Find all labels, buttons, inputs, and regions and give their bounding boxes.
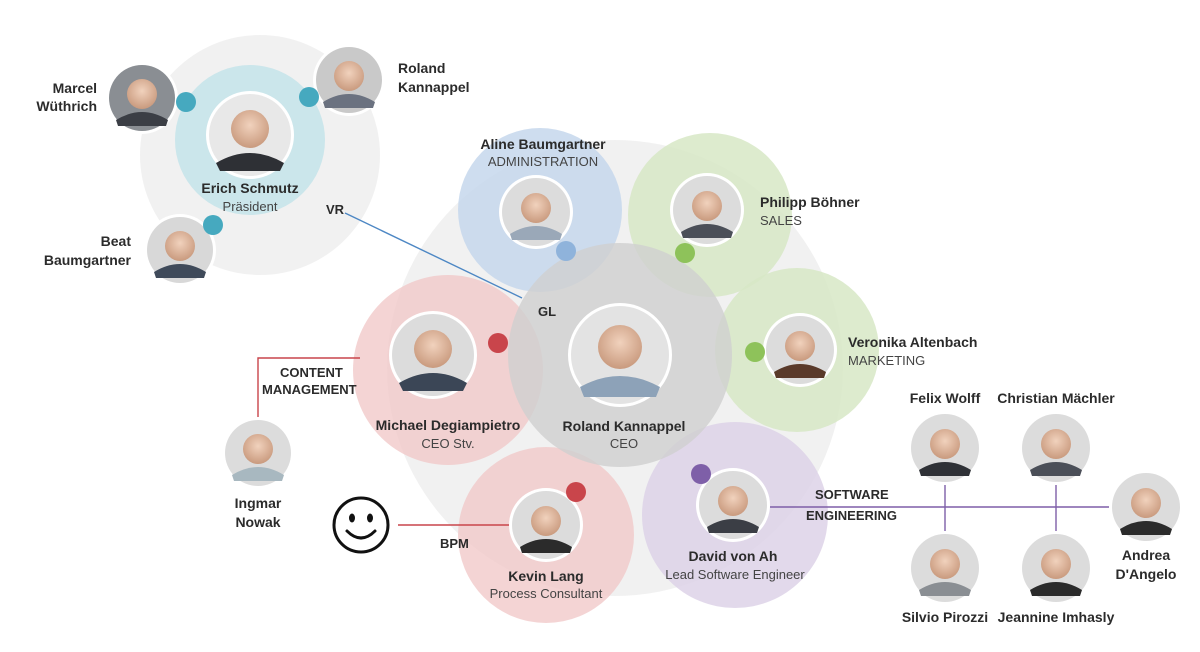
connectors: [257, 212, 1112, 537]
group-labels: VR GL CONTENT MANAGEMENT BPM SOFTWARE EN…: [262, 202, 897, 551]
avatar-roland-ceo: [568, 303, 672, 407]
software-label-line2: ENGINEERING: [806, 508, 897, 523]
role-roland-ceo: CEO: [610, 436, 638, 451]
name-ingmar-2: Nowak: [235, 514, 280, 530]
name-kevin: Kevin Lang: [508, 568, 583, 584]
avatar-felix: [908, 411, 982, 485]
name-felix: Felix Wolff: [910, 390, 981, 406]
name-roland-vr-2: Kannappel: [398, 79, 470, 95]
admin-dot: [556, 241, 576, 261]
avatar-erich: [206, 91, 294, 179]
role-michael: CEO Stv.: [421, 436, 474, 451]
name-ingmar-1: Ingmar: [235, 495, 282, 511]
name-aline: Aline Baumgartner: [480, 136, 606, 152]
name-michael: Michael Degiampietro: [376, 417, 521, 433]
vr-label: VR: [326, 202, 345, 217]
vr-gl-line: [344, 212, 523, 299]
name-andrea-2: D'Angelo: [1116, 566, 1177, 582]
content-ingmar-line: [257, 357, 360, 418]
avatars: [106, 44, 1183, 605]
sales-dot: [675, 243, 695, 263]
content-dot: [488, 333, 508, 353]
avatar-jeannine: [1019, 531, 1093, 605]
content-label-line1: CONTENT: [280, 365, 343, 380]
name-beat-1: Beat: [101, 233, 132, 249]
role-philipp: SALES: [760, 213, 802, 228]
avatar-face: [127, 79, 157, 109]
name-philipp: Philipp Böhner: [760, 194, 860, 210]
name-andrea-1: Andrea: [1122, 547, 1170, 563]
avatar-michael: [389, 311, 477, 399]
name-jeannine: Jeannine Imhasly: [998, 609, 1115, 625]
name-david: David von Ah: [689, 548, 778, 564]
role-veronika: MARKETING: [848, 353, 925, 368]
name-veronika: Veronika Altenbach: [848, 334, 977, 350]
name-marcel-1: Marcel: [53, 80, 97, 96]
avatar-kevin: [509, 488, 583, 562]
avatar-aline: [499, 175, 573, 249]
name-erich: Erich Schmutz: [201, 180, 298, 196]
gl-label: GL: [538, 304, 556, 319]
avatar-david: [696, 468, 770, 542]
name-christian: Christian Mächler: [997, 390, 1115, 406]
marketing-dot: [745, 342, 765, 362]
software-dot: [691, 464, 711, 484]
bpm-dot: [566, 482, 586, 502]
vr-dot-beat: [203, 215, 223, 235]
vr-dot-marcel: [176, 92, 196, 112]
avatar-ingmar: [222, 417, 294, 489]
smiley-face-icon: [332, 496, 390, 554]
name-beat-2: Baumgartner: [44, 252, 132, 268]
name-silvio: Silvio Pirozzi: [902, 609, 988, 625]
name-roland-ceo: Roland Kannappel: [563, 418, 686, 434]
avatar-roland-vr: [313, 44, 385, 116]
bpm-label: BPM: [440, 536, 469, 551]
avatar-silvio: [908, 531, 982, 605]
role-kevin: Process Consultant: [490, 586, 603, 601]
avatar-andrea: [1109, 470, 1183, 544]
role-david: Lead Software Engineer: [665, 567, 805, 582]
avatar-beat: [144, 214, 216, 286]
content-label-line2: MANAGEMENT: [262, 382, 357, 397]
indicator-dots: [176, 87, 765, 502]
avatar-philipp: [670, 173, 744, 247]
avatar-veronika: [763, 313, 837, 387]
person-labels: Marcel Wüthrich Roland Kannappel Erich S…: [36, 60, 1176, 625]
role-aline: ADMINISTRATION: [488, 154, 598, 169]
software-label-line1: SOFTWARE: [815, 487, 889, 502]
name-marcel-2: Wüthrich: [36, 98, 97, 114]
avatar-christian: [1019, 411, 1093, 485]
role-erich: Präsident: [223, 199, 278, 214]
name-roland-vr-1: Roland: [398, 60, 445, 76]
avatar-marcel: [106, 62, 178, 134]
vr-dot-roland: [299, 87, 319, 107]
